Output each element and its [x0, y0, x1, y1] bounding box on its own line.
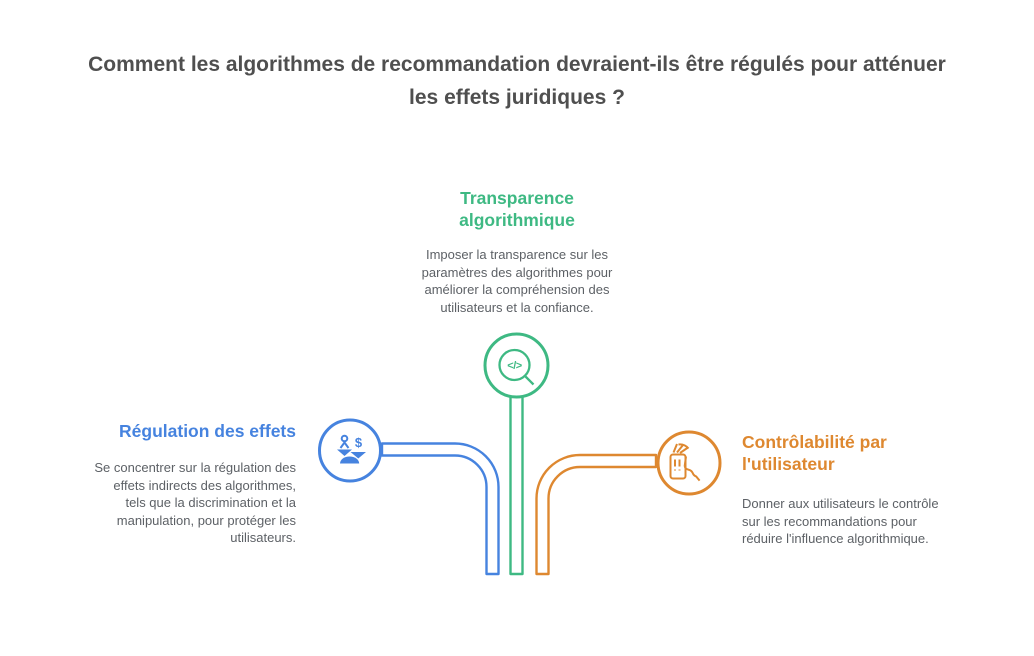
branch-control: Contrôlabilité par l'utilisateur Donner …: [742, 431, 992, 548]
branch-regulation-description: Se concentrer sur la régulation des effe…: [94, 460, 296, 545]
page-title: Comment les algorithmes de recommandatio…: [88, 53, 946, 109]
node-circle-regulation: [318, 418, 382, 483]
connector-tube-transparency: [509, 396, 524, 576]
code-glyph: </>: [507, 360, 521, 372]
branch-transparency-heading: Transparence algorithmique: [459, 188, 575, 230]
node-circle-transparency: [483, 332, 550, 399]
branch-control-heading: Contrôlabilité par l'utilisateur: [742, 432, 887, 474]
branch-control-description: Donner aux utilisateurs le contrôle sur …: [742, 496, 939, 546]
node-control: [656, 430, 722, 496]
hand-tapping-phone-icon: [669, 443, 701, 482]
dollar-glyph: $: [355, 435, 363, 450]
node-circle-control: [656, 430, 722, 496]
branch-transparency-description: Imposer la transparence sur les paramètr…: [421, 247, 613, 315]
branch-regulation-heading: Régulation des effets: [119, 421, 296, 441]
connector-tube-regulation: [380, 442, 500, 576]
node-regulation: $: [318, 418, 382, 483]
code-search-icon: [498, 348, 535, 386]
branch-transparency: Transparence algorithmique Imposer la tr…: [377, 187, 657, 316]
node-transparency: </>: [483, 332, 550, 399]
balance-scale-icon: [337, 434, 366, 464]
branch-regulation: Régulation des effets Se concentrer sur …: [36, 420, 296, 547]
connector-tube-control: [535, 453, 658, 576]
